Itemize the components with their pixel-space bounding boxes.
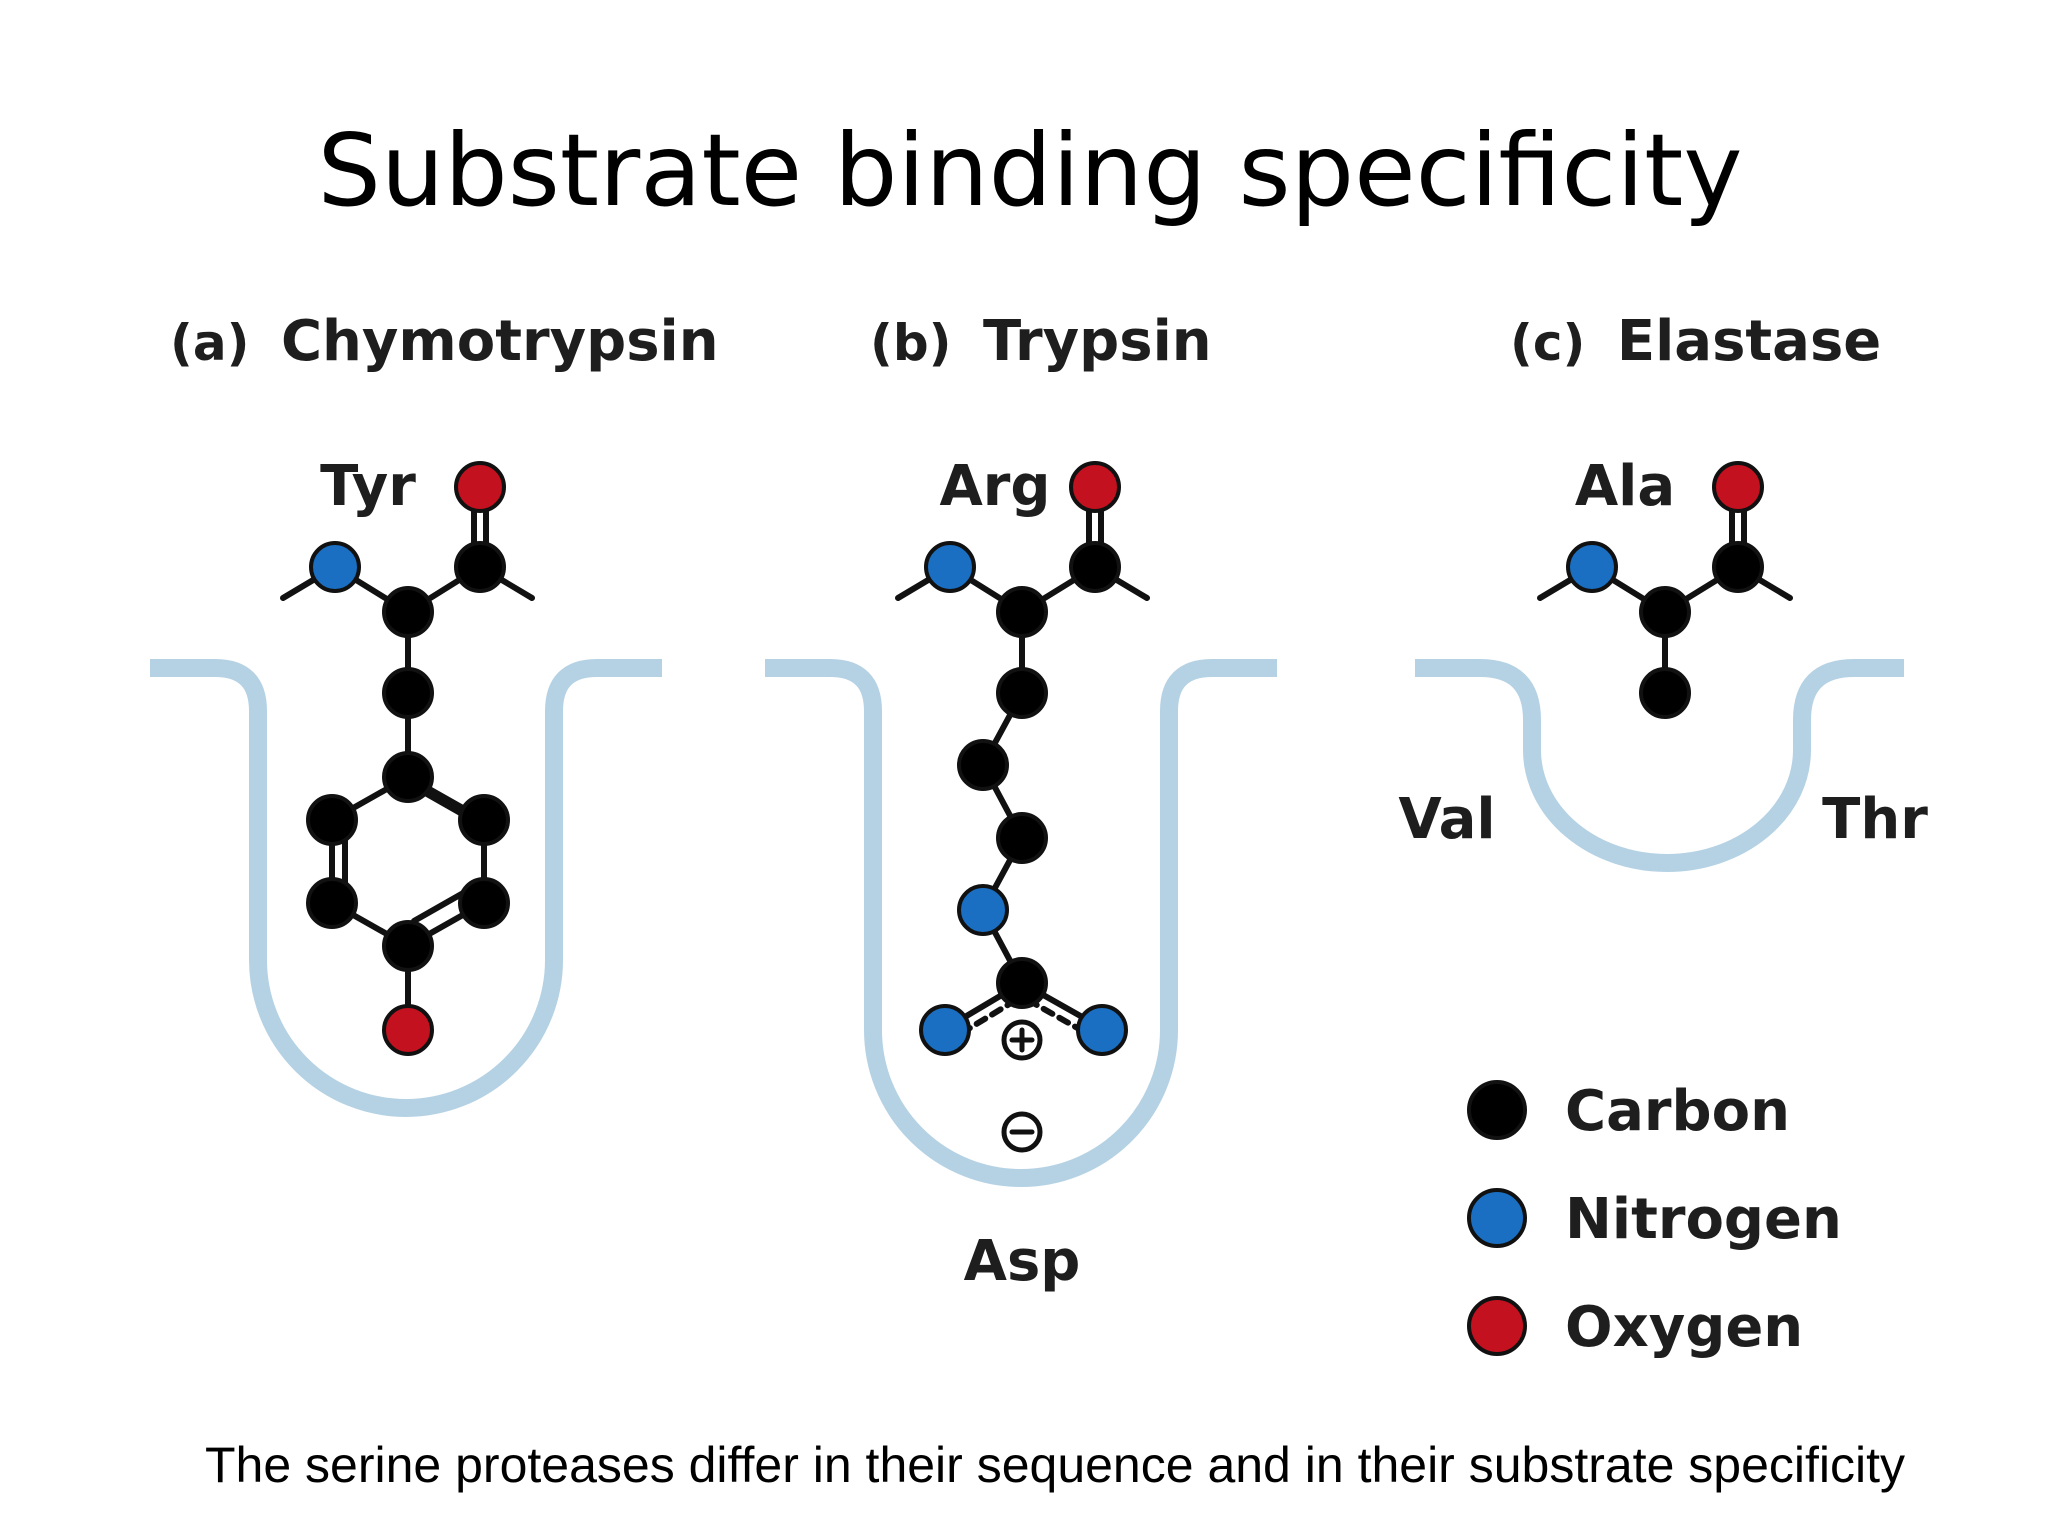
elastase-pocket bbox=[1415, 659, 1904, 872]
positive-charge-icon bbox=[1001, 1019, 1043, 1061]
nitrogen-atom bbox=[1566, 541, 1618, 593]
carbon-atom bbox=[1639, 586, 1691, 638]
legend-nitrogen-label: Nitrogen bbox=[1565, 1187, 1842, 1252]
carbon-atom bbox=[382, 667, 434, 719]
carbon-atom bbox=[382, 920, 434, 972]
arginine-molecule bbox=[895, 461, 1150, 1153]
oxygen-atom bbox=[1069, 461, 1121, 513]
pocket-residue-asp: Asp bbox=[964, 1229, 1081, 1294]
legend-oxygen-swatch bbox=[1467, 1296, 1527, 1356]
carbon-atom bbox=[458, 794, 510, 846]
panel-b-enzyme: Trypsin bbox=[983, 309, 1212, 374]
caption: The serine proteases differ in their seq… bbox=[205, 1437, 1905, 1493]
carbon-atom bbox=[1712, 541, 1764, 593]
nitrogen-atom bbox=[919, 1004, 971, 1056]
legend-carbon-label: Carbon bbox=[1565, 1079, 1790, 1144]
substrate-residue-arg: Arg bbox=[939, 454, 1050, 519]
oxygen-atom bbox=[382, 1004, 434, 1056]
legend-nitrogen-swatch bbox=[1467, 1188, 1527, 1248]
panel-c-prefix: (c) bbox=[1510, 314, 1585, 372]
alanine-molecule bbox=[1537, 461, 1793, 719]
tyrosine-molecule bbox=[280, 461, 535, 1056]
negative-charge-icon bbox=[1001, 1111, 1043, 1153]
chymotrypsin-pocket bbox=[150, 659, 662, 1117]
carbon-atom bbox=[382, 586, 434, 638]
panel-a-label: (a) Chymotrypsin bbox=[170, 309, 719, 374]
legend-oxygen-label: Oxygen bbox=[1565, 1295, 1803, 1360]
carbon-atom bbox=[382, 751, 434, 803]
panel-a-enzyme: Chymotrypsin bbox=[281, 309, 719, 374]
nitrogen-atom bbox=[924, 541, 976, 593]
oxygen-atom bbox=[1712, 461, 1764, 513]
trypsin-pocket bbox=[765, 659, 1277, 1187]
nitrogen-atom bbox=[957, 884, 1009, 936]
nitrogen-atom bbox=[309, 541, 361, 593]
oxygen-atom bbox=[454, 461, 506, 513]
substrate-residue-tyr: Tyr bbox=[320, 454, 416, 519]
carbon-atom bbox=[1639, 667, 1691, 719]
carbon-atom bbox=[996, 957, 1048, 1009]
pocket-residue-thr: Thr bbox=[1822, 787, 1928, 852]
carbon-atom bbox=[1069, 541, 1121, 593]
legend-carbon-swatch bbox=[1467, 1080, 1527, 1140]
carbon-atom bbox=[996, 586, 1048, 638]
carbon-atom bbox=[957, 739, 1009, 791]
panel-b-prefix: (b) bbox=[870, 314, 952, 372]
panel-c-label: (c) Elastase bbox=[1510, 309, 1881, 374]
panel-b-label: (b) Trypsin bbox=[870, 309, 1212, 374]
substrate-residue-ala: Ala bbox=[1575, 454, 1675, 519]
panel-a-prefix: (a) bbox=[170, 314, 249, 372]
carbon-atom bbox=[458, 877, 510, 929]
carbon-atom bbox=[996, 812, 1048, 864]
page-title: Substrate binding specificity bbox=[317, 112, 1742, 229]
pocket-residue-val: Val bbox=[1398, 787, 1495, 852]
carbon-atom bbox=[454, 541, 506, 593]
nitrogen-atom bbox=[1076, 1004, 1128, 1056]
panel-c-enzyme: Elastase bbox=[1617, 309, 1881, 374]
carbon-atom bbox=[996, 667, 1048, 719]
legend: Carbon Nitrogen Oxygen bbox=[1467, 1079, 1842, 1360]
carbon-atom bbox=[306, 877, 358, 929]
carbon-atom bbox=[306, 794, 358, 846]
